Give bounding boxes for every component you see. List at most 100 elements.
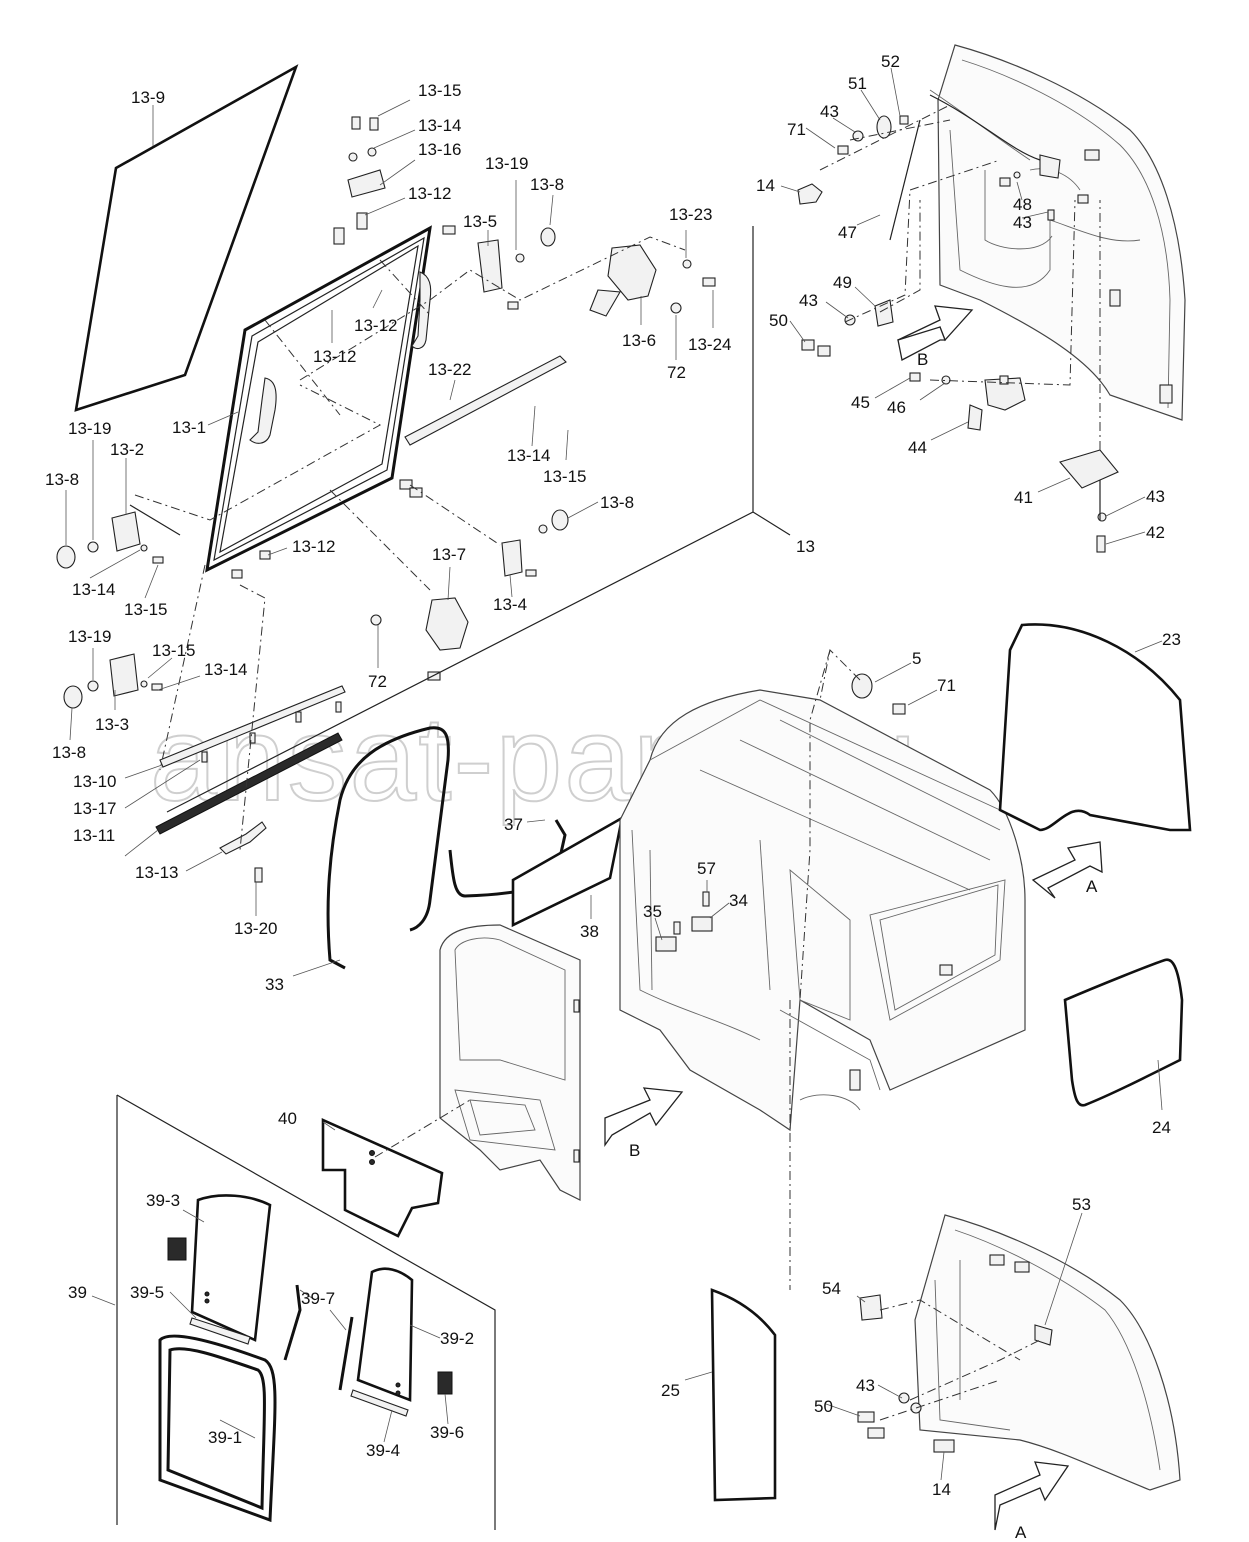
arrow-a-lower bbox=[994, 1461, 1070, 1531]
striker-13-4 bbox=[399, 479, 569, 577]
callout-44: 44 bbox=[908, 438, 927, 457]
callout-57: 57 bbox=[697, 859, 716, 878]
hinge-plate-13-16 bbox=[333, 116, 386, 245]
callout-24: 24 bbox=[1152, 1118, 1171, 1137]
window-kit-39 bbox=[116, 1094, 496, 1530]
callout-13-15d: 13-15 bbox=[152, 641, 195, 660]
callout-13-2: 13-2 bbox=[110, 440, 144, 459]
callout-43: 43 bbox=[820, 102, 839, 121]
callout-13-8c: 13-8 bbox=[600, 493, 634, 512]
seal-39-7 bbox=[283, 1284, 354, 1391]
callout-13-12: 13-12 bbox=[408, 184, 451, 203]
callout-49: 49 bbox=[833, 273, 852, 292]
part-57-34-35 bbox=[655, 891, 713, 952]
callout-72: 72 bbox=[667, 363, 686, 382]
callout-43c: 43 bbox=[799, 291, 818, 310]
view-letter-a: A bbox=[1086, 877, 1098, 896]
slide-glass-39-2 bbox=[356, 1267, 414, 1402]
view-letter-a-lower: A bbox=[1015, 1523, 1027, 1542]
callout-13-12c: 13-12 bbox=[313, 347, 356, 366]
latch-39-6 bbox=[350, 1371, 453, 1417]
slide-glass-39-3 bbox=[190, 1194, 272, 1342]
callout-14b: 14 bbox=[932, 1480, 951, 1499]
callout-13-4: 13-4 bbox=[493, 595, 527, 614]
callout-54: 54 bbox=[822, 1279, 841, 1298]
callout-39-2: 39-2 bbox=[440, 1329, 474, 1348]
callout-33: 33 bbox=[265, 975, 284, 994]
callout-71: 71 bbox=[787, 120, 806, 139]
callout-52: 52 bbox=[881, 52, 900, 71]
callout-13-14b: 13-14 bbox=[507, 446, 550, 465]
callout-13-10: 13-10 bbox=[73, 772, 116, 791]
callout-13: 13 bbox=[796, 537, 815, 556]
side-panel-view-a bbox=[859, 1214, 1181, 1491]
arrow-b-upper bbox=[897, 305, 974, 361]
rubber-seal-13-22 bbox=[404, 355, 567, 446]
cab-body bbox=[619, 689, 1026, 1132]
door-glass-13-9 bbox=[74, 64, 299, 412]
callout-13-5: 13-5 bbox=[463, 212, 497, 231]
callout-13-14d: 13-14 bbox=[204, 660, 247, 679]
callout-39: 39 bbox=[68, 1283, 87, 1302]
door-weatherstrip-33 bbox=[326, 726, 450, 970]
callout-13-14c: 13-14 bbox=[72, 580, 115, 599]
door-handle-inner bbox=[249, 271, 432, 444]
callout-45: 45 bbox=[851, 393, 870, 412]
callout-42: 42 bbox=[1146, 523, 1165, 542]
panel-40 bbox=[321, 1117, 444, 1238]
view-letter-b: B bbox=[917, 350, 928, 369]
rail-13-11 bbox=[155, 732, 343, 835]
screws-13-17 bbox=[201, 701, 342, 763]
callout-38: 38 bbox=[580, 922, 599, 941]
panel-38 bbox=[511, 815, 624, 928]
callout-13-19b: 13-19 bbox=[68, 419, 111, 438]
latch-39-5 bbox=[167, 1237, 251, 1345]
callout-13-16: 13-16 bbox=[418, 140, 461, 159]
door-panel-40 bbox=[439, 924, 581, 1201]
fasteners-lower bbox=[857, 1392, 955, 1453]
callout-13-17: 13-17 bbox=[73, 799, 116, 818]
callout-5: 5 bbox=[912, 649, 921, 668]
pulley-51 bbox=[797, 115, 909, 205]
callout-13-8d: 13-8 bbox=[52, 743, 86, 762]
rear-panel-view-b bbox=[929, 44, 1186, 421]
callout-13-13: 13-13 bbox=[135, 863, 178, 882]
callout-13-20: 13-20 bbox=[234, 919, 277, 938]
window-frame-39-1 bbox=[158, 1334, 277, 1523]
callout-13-7: 13-7 bbox=[432, 545, 466, 564]
callout-labels: 13-9 13-15 13-14 13-16 13-12 13-19 13-8 … bbox=[45, 52, 1181, 1542]
bracket-41 bbox=[1059, 449, 1119, 553]
latch-13-7 bbox=[231, 550, 469, 681]
arrow-b-lower bbox=[604, 1087, 684, 1148]
leader-lines bbox=[65, 67, 1163, 1481]
callout-13-1: 13-1 bbox=[172, 418, 206, 437]
hinge-13-3 bbox=[63, 653, 163, 709]
side-glass-25 bbox=[710, 1288, 777, 1502]
callout-43d: 43 bbox=[1146, 487, 1165, 506]
callout-71b: 71 bbox=[937, 676, 956, 695]
callout-39-7: 39-7 bbox=[301, 1289, 335, 1308]
callout-23: 23 bbox=[1162, 630, 1181, 649]
callout-51: 51 bbox=[848, 74, 867, 93]
callout-13-15: 13-15 bbox=[418, 81, 461, 100]
callout-39-5: 39-5 bbox=[130, 1283, 164, 1302]
callout-13-11: 13-11 bbox=[73, 826, 115, 845]
bracket-49 bbox=[801, 299, 894, 357]
callout-53: 53 bbox=[1072, 1195, 1091, 1214]
callout-72b: 72 bbox=[368, 672, 387, 691]
callout-25: 25 bbox=[661, 1381, 680, 1400]
callout-13-6: 13-6 bbox=[622, 331, 656, 350]
callout-13-15c: 13-15 bbox=[124, 600, 167, 619]
side-glass-23 bbox=[998, 623, 1192, 832]
callout-13-12b: 13-12 bbox=[354, 316, 397, 335]
callout-39-4: 39-4 bbox=[366, 1441, 400, 1460]
callout-47: 47 bbox=[838, 223, 857, 242]
callout-13-19c: 13-19 bbox=[68, 627, 111, 646]
callout-13-24: 13-24 bbox=[688, 335, 731, 354]
callout-43e: 43 bbox=[856, 1376, 875, 1395]
grab-handle-13-13 bbox=[219, 821, 267, 883]
callout-13-19: 13-19 bbox=[485, 154, 528, 173]
view-letter-b-lower: B bbox=[629, 1141, 640, 1160]
callout-39-3: 39-3 bbox=[146, 1191, 180, 1210]
